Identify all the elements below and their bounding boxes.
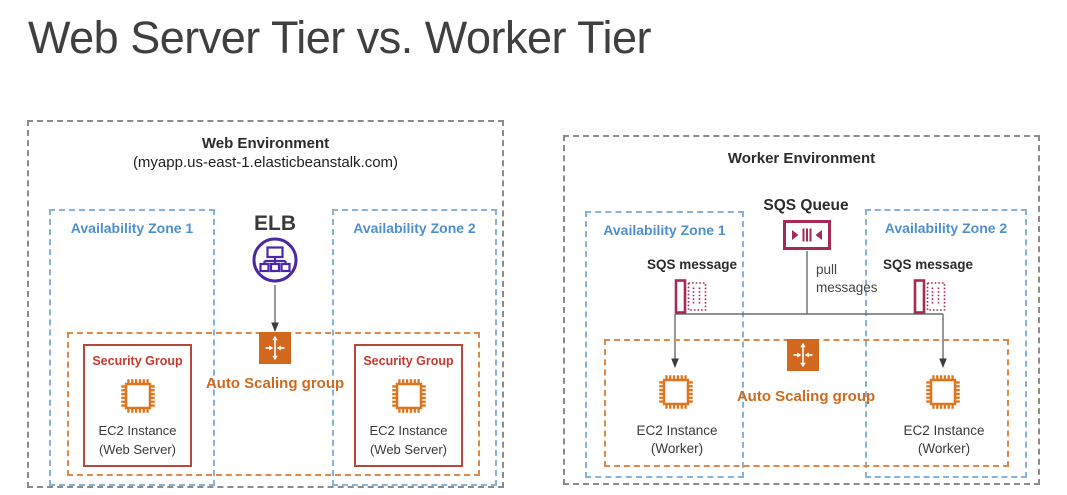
ec2-instance-label-line1: EC2 Instance	[98, 423, 177, 438]
ec2-instance-icon	[115, 373, 161, 419]
ec2-instance-label-line2: (Worker)	[917, 441, 971, 456]
ec2-instance-label: EC2 Instance (Web Server)	[369, 421, 447, 459]
auto-scaling-group-icon	[787, 339, 819, 371]
sqs-message-icon	[913, 278, 946, 315]
worker-auto-scaling-group-label: Auto Scaling group	[736, 388, 876, 405]
ec2-worker-label-az2: EC2 Instance (Worker)	[869, 422, 1019, 458]
ec2-instance-icon	[386, 373, 432, 419]
elb-label: ELB	[254, 212, 296, 235]
security-group-box-az2: Security Group EC2 Instance (Web Server)	[354, 344, 463, 467]
ec2-instance-label: EC2 Instance (Web Server)	[98, 421, 176, 459]
ec2-worker-label-az1: EC2 Instance (Worker)	[602, 422, 752, 458]
security-group-label: Security Group	[363, 354, 454, 368]
sqs-message-label-az1: SQS message	[646, 257, 738, 272]
ec2-instance-label-line1: EC2 Instance	[369, 423, 448, 438]
web-environment-title: Web Environment	[201, 135, 330, 152]
ec2-instance-label-line2: (Worker)	[650, 441, 704, 456]
ec2-instance-label-line1: EC2 Instance	[636, 423, 718, 438]
web-auto-scaling-group-label: Auto Scaling group	[205, 375, 345, 392]
ec2-instance-label-line2: (Web Server)	[98, 442, 177, 457]
worker-availability-zone-1-label: Availability Zone 1	[603, 222, 726, 238]
sqs-queue-icon	[783, 220, 831, 250]
pull-messages-line1: pull	[816, 262, 838, 277]
sqs-message-icon	[674, 278, 707, 315]
ec2-instance-icon	[653, 369, 699, 415]
pull-messages-line2: messages	[816, 279, 878, 295]
security-group-label: Security Group	[92, 354, 183, 368]
web-environment-subtitle: (myapp.us-east-1.elasticbeanstalk.com)	[132, 154, 399, 171]
web-availability-zone-1-label: Availability Zone 1	[70, 220, 194, 236]
worker-environment-title: Worker Environment	[727, 150, 876, 167]
pull-messages-label: pull messages	[816, 261, 878, 296]
worker-availability-zone-2-label: Availability Zone 2	[884, 220, 1008, 236]
ec2-instance-label-line1: EC2 Instance	[903, 423, 985, 438]
auto-scaling-group-icon	[259, 332, 291, 364]
ec2-instance-icon	[920, 369, 966, 415]
web-availability-zone-2-box: Availability Zone 2	[332, 209, 497, 486]
page-title: Web Server Tier vs. Worker Tier	[28, 12, 651, 63]
sqs-message-label-az2: SQS message	[882, 257, 974, 272]
elb-icon	[251, 236, 299, 284]
sqs-queue-label: SQS Queue	[763, 197, 849, 214]
worker-environment-box: Worker Environment Availability Zone 1 A…	[563, 135, 1040, 485]
security-group-box-az1: Security Group EC2 Instance (Web Server)	[83, 344, 192, 467]
ec2-instance-label-line2: (Web Server)	[369, 442, 448, 457]
web-availability-zone-2-label: Availability Zone 2	[353, 220, 476, 236]
web-availability-zone-1-box: Availability Zone 1	[49, 209, 215, 486]
web-environment-box: Web Environment (myapp.us-east-1.elastic…	[27, 120, 504, 488]
